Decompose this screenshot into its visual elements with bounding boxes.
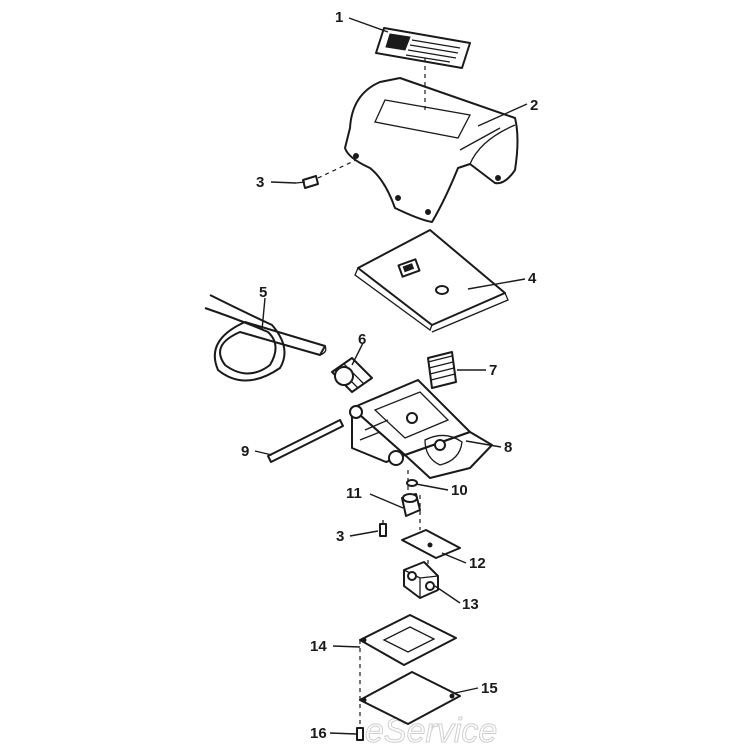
centerline-screw-3-top bbox=[317, 159, 357, 179]
watermark-text: eService bbox=[365, 712, 497, 750]
callout-4: 4 bbox=[528, 270, 537, 287]
callout-8: 8 bbox=[504, 439, 512, 456]
callout-13: 13 bbox=[462, 596, 479, 613]
callout-14: 14 bbox=[310, 638, 327, 655]
part-1-decal bbox=[375, 27, 471, 69]
part-4-plate bbox=[354, 229, 509, 333]
part-5-hose bbox=[204, 294, 327, 382]
callout-labels: 1 2 3 4 5 6 7 8 9 10 11 3 12 13 14 15 16 bbox=[241, 9, 538, 742]
callout-2: 2 bbox=[530, 97, 538, 114]
part-2-cover bbox=[344, 77, 519, 223]
part-8-pedal-base bbox=[349, 379, 493, 479]
callout-3-lower: 3 bbox=[336, 528, 344, 545]
part-6-fitting bbox=[331, 357, 373, 393]
part-13-valve-block bbox=[403, 561, 439, 599]
callout-5: 5 bbox=[259, 284, 267, 301]
callout-12: 12 bbox=[469, 555, 486, 572]
leader-lines bbox=[254, 17, 528, 735]
callout-7: 7 bbox=[489, 362, 497, 379]
callout-3-top: 3 bbox=[256, 174, 264, 191]
part-14-gasket-frame bbox=[359, 614, 457, 666]
callout-6: 6 bbox=[358, 331, 366, 348]
centerline-lower-stack bbox=[359, 470, 429, 725]
callout-10: 10 bbox=[451, 482, 468, 499]
callout-11: 11 bbox=[346, 485, 362, 502]
callout-15: 15 bbox=[481, 680, 498, 697]
callout-9: 9 bbox=[241, 443, 249, 460]
part-7-spring bbox=[427, 351, 457, 389]
part-10-o-ring bbox=[406, 479, 418, 487]
part-3-screw-top bbox=[295, 175, 319, 189]
callout-16: 16 bbox=[310, 725, 327, 742]
part-12-gasket bbox=[401, 529, 461, 559]
part-9-rod bbox=[267, 419, 344, 463]
part-3-screw-lower bbox=[379, 520, 387, 537]
part-16-screw bbox=[356, 727, 364, 741]
part-15-bottom-plate bbox=[359, 671, 461, 725]
part-11-valve bbox=[401, 493, 421, 517]
callout-1: 1 bbox=[335, 9, 343, 26]
